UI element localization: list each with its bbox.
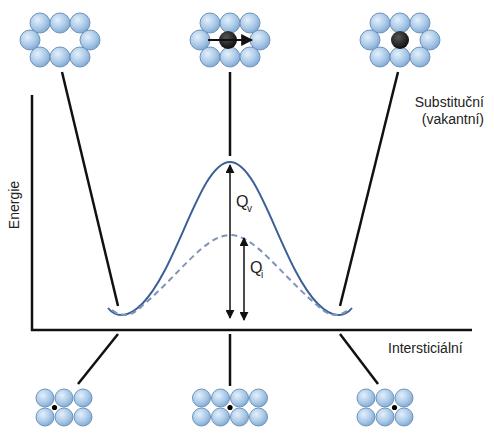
vacancy-label: Substituční (vakantní): [380, 94, 484, 128]
leader-lines: [62, 72, 398, 386]
interstitial-cluster: [357, 389, 413, 426]
energy-subscript: v: [247, 203, 252, 215]
energy-subscript: i: [261, 269, 263, 281]
energy-symbol: Q: [250, 258, 262, 277]
vacancy-cluster: [20, 13, 100, 67]
axes: [31, 95, 472, 331]
qv-arrow: [229, 165, 231, 318]
qi-arrow: [243, 238, 245, 320]
interstitial-label: Intersticiální: [388, 340, 463, 357]
moving-atom-cluster: [190, 13, 270, 67]
interstitial-cluster: [193, 389, 268, 426]
interstitial-cluster: [36, 389, 92, 426]
energy-symbol: Q: [236, 192, 248, 211]
axis-label: Energie: [6, 181, 23, 229]
filled-cluster: [360, 13, 440, 67]
